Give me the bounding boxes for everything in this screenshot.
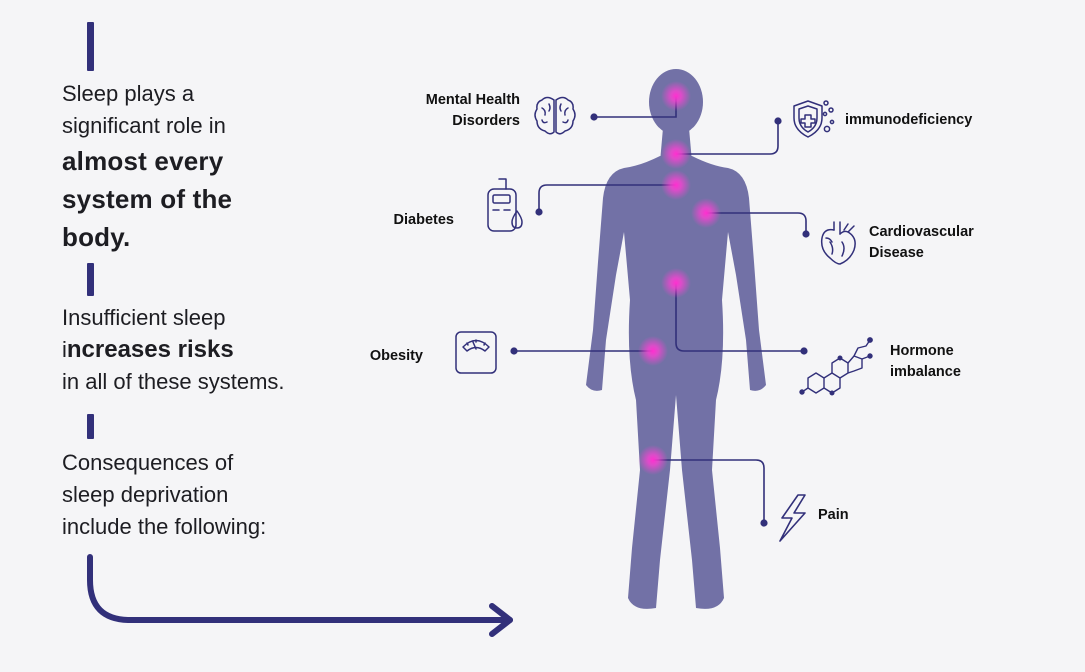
intro-bold-2: system of the [62, 184, 233, 214]
consequences-line-2: sleep deprivation [62, 482, 229, 507]
label-obesity: Obesity [369, 348, 423, 364]
intro-bold-3: body. [62, 222, 131, 252]
label-hormone-line-1: Hormone [890, 343, 954, 359]
immune-shield-icon [793, 100, 835, 138]
intro-line-1: Sleep plays a [62, 81, 195, 106]
risks-bold: ncreases risks [66, 336, 234, 363]
steroid-molecule-icon [799, 337, 873, 396]
divider-bar-2 [87, 263, 94, 296]
risks-text: Insufficient sleep increases risks in al… [62, 302, 285, 398]
risks-line-1: Insufficient sleep [62, 305, 226, 330]
risks-prefix: i [62, 337, 67, 362]
connector-dots [510, 113, 810, 527]
heart-icon [820, 221, 856, 265]
divider-bar-1 [87, 22, 94, 71]
label-cardiovascular: Cardiovascular Disease [869, 222, 974, 264]
intro-line-2: significant role in [62, 113, 226, 138]
label-diabetes: Diabetes [393, 212, 454, 228]
consequences-line-3: include the following: [62, 514, 267, 539]
arrow-right-icon [87, 554, 513, 637]
label-pain: Pain [818, 507, 849, 523]
label-immunodeficiency: immunodeficiency [845, 112, 973, 128]
consequences-line-1: Consequences of [62, 450, 234, 475]
hotspots [638, 81, 721, 475]
intro-bold-1: almost every [62, 146, 224, 176]
divider-bar-3 [87, 414, 94, 439]
glucometer-icon [487, 178, 523, 232]
label-cardiovascular-line-2: Disease [869, 245, 924, 261]
label-hormone: Hormone imbalance [890, 341, 961, 383]
risks-line-3: in all of these systems. [62, 369, 285, 394]
label-mental-health-line-2: Disorders [452, 113, 520, 129]
lightning-icon [779, 494, 806, 542]
intro-text: Sleep plays a significant role in almost… [62, 78, 232, 256]
scale-icon [455, 331, 497, 374]
brain-icon [534, 96, 576, 135]
label-cardiovascular-line-1: Cardiovascular [869, 224, 974, 240]
label-mental-health-line-1: Mental Health [425, 92, 520, 108]
label-hormone-line-2: imbalance [890, 364, 961, 380]
consequences-text: Consequences of sleep deprivation includ… [62, 447, 266, 543]
label-mental-health: Mental Health Disorders [380, 90, 520, 132]
